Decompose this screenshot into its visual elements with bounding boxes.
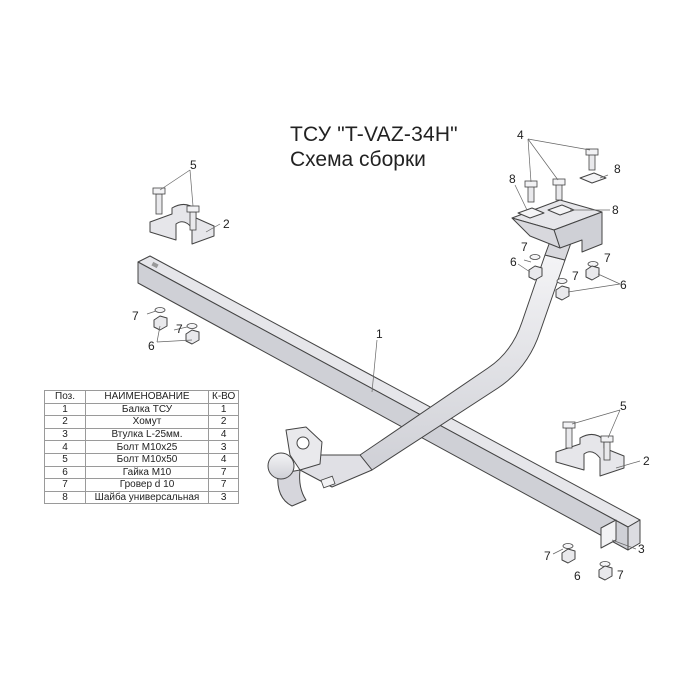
callout-7-mid-a: 7 [521, 240, 528, 254]
row-name: Балка ТСУ [85, 402, 209, 417]
bolts-m10x25 [524, 148, 599, 203]
row-pos: 3 [44, 427, 86, 442]
callout-7-right: 7 [604, 251, 611, 265]
table-row: 3 Втулка L-25мм. 4 [44, 427, 240, 442]
table-row: 5 Болт M10x50 4 [44, 452, 240, 467]
callout-5-right: 5 [620, 399, 627, 413]
callout-6-bottom: 6 [574, 569, 581, 583]
callout-6-right: 6 [620, 278, 627, 292]
row-name: Болт M10x25 [85, 440, 209, 454]
callout-8-c: 8 [612, 203, 619, 217]
callout-6-mid: 6 [510, 255, 517, 269]
row-qty: 7 [207, 478, 240, 492]
row-qty: 4 [207, 452, 240, 467]
right-clamp [555, 421, 625, 477]
row-pos: 2 [44, 415, 86, 429]
row-qty: 3 [207, 440, 240, 454]
row-name: Гайка M10 [85, 465, 209, 480]
row-pos: 7 [44, 478, 86, 492]
table-row: 8 Шайба универсальная 3 [44, 490, 240, 505]
callout-7-left: 7 [132, 309, 139, 323]
title-block: ТСУ "T-VAZ-34H" Схема сборки [290, 122, 458, 172]
row-name: Болт M10x50 [85, 452, 209, 467]
parts-table: Поз. НАИМЕНОВАНИЕ К-ВО 1 Балка ТСУ 1 2 Х… [44, 390, 240, 505]
row-qty: 1 [207, 402, 240, 417]
row-pos: 8 [44, 490, 86, 505]
table-row: 4 Болт M10x25 3 [44, 440, 240, 454]
callout-3: 3 [638, 542, 645, 556]
row-pos: 1 [44, 402, 86, 417]
tow-ball [267, 452, 295, 480]
row-name: Шайба универсальная [85, 490, 209, 505]
header-pos: Поз. [44, 390, 86, 404]
row-pos: 4 [44, 440, 86, 454]
callout-8-a: 8 [509, 172, 516, 186]
callout-2-left: 2 [223, 217, 230, 231]
callout-1: 1 [376, 327, 383, 341]
callout-6-left: 6 [148, 339, 155, 353]
left-clamp [149, 187, 215, 245]
tow-hitch [267, 426, 373, 507]
row-qty: 4 [207, 427, 240, 442]
callout-7-bottom-a: 7 [544, 549, 551, 563]
row-qty: 2 [207, 415, 240, 429]
table-row: 1 Балка ТСУ 1 [44, 402, 240, 417]
callout-8-b: 8 [614, 162, 621, 176]
upper-bracket [511, 172, 607, 253]
callout-2-right: 2 [643, 454, 650, 468]
nuts-and-washers [153, 254, 613, 581]
header-name: НАИМЕНОВАНИЕ [85, 390, 209, 404]
callouts: 1 2 2 3 4 5 5 6 6 6 6 7 7 7 7 7 7 7 8 8 … [132, 128, 650, 583]
table-row: 7 Гровер d 10 7 [44, 478, 240, 492]
header-qty: К-ВО [207, 390, 240, 404]
table-header-row: Поз. НАИМЕНОВАНИЕ К-ВО [44, 390, 240, 404]
row-name: Втулка L-25мм. [85, 427, 209, 442]
row-name: Хомут [85, 415, 209, 429]
callout-5-left: 5 [190, 158, 197, 172]
callout-7-bottom-b: 7 [617, 568, 624, 582]
diagram-subtitle: Схема сборки [290, 148, 426, 171]
table-row: 6 Гайка M10 7 [44, 465, 240, 480]
row-name: Гровер d 10 [85, 478, 209, 492]
main-beam [137, 255, 641, 551]
table-row: 2 Хомут 2 [44, 415, 240, 429]
leader-lines [146, 138, 641, 555]
row-pos: 5 [44, 452, 86, 467]
callout-4: 4 [517, 128, 524, 142]
row-qty: 7 [207, 465, 240, 480]
row-qty: 3 [207, 490, 240, 505]
callout-7-mid-b: 7 [572, 269, 579, 283]
row-pos: 6 [44, 465, 86, 480]
callout-7-left-b: 7 [176, 322, 183, 336]
diagram-title: ТСУ "T-VAZ-34H" [290, 123, 458, 146]
